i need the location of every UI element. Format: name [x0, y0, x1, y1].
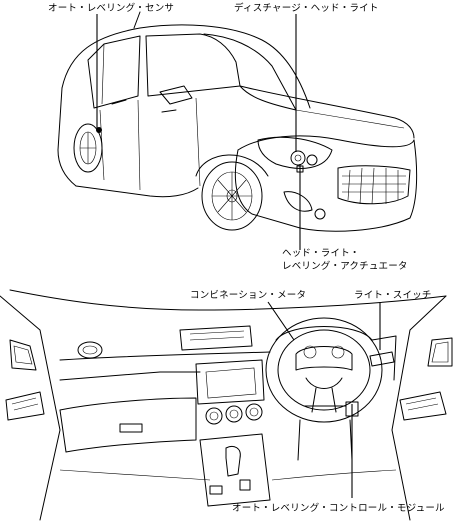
- label-auto-leveling-control-module: オート・レベリング・コントロール・モジュール: [232, 503, 445, 514]
- label-auto-leveling-sensor: オート・レベリング・センサ: [48, 3, 175, 14]
- label-headlight-leveling-actuator-2: レベリング・アクチュエータ: [282, 261, 408, 272]
- label-discharge-headlight: ディスチャージ・ヘッド・ライト: [234, 3, 379, 14]
- label-light-switch: ライト・スイッチ: [354, 290, 432, 301]
- label-combination-meter: コンビネーション・メータ: [190, 290, 307, 301]
- label-headlight-leveling-actuator-1: ヘッド・ライト・: [282, 248, 360, 259]
